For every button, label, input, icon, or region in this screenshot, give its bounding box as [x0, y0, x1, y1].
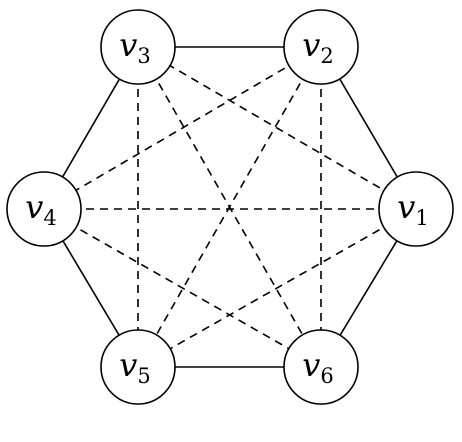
node-symbol: v — [302, 26, 320, 64]
node-label-v5: v5 — [119, 346, 150, 388]
edge-v1-v3 — [137, 46, 417, 210]
node-v3: v3 — [100, 9, 176, 85]
node-symbol: v — [119, 346, 137, 384]
node-subscript: 3 — [137, 44, 150, 68]
edge-v3-v6 — [137, 46, 322, 368]
node-circle-v2 — [283, 9, 359, 85]
node-subscript: 2 — [320, 44, 333, 68]
edges-layer — [43, 46, 417, 368]
node-label-v1: v1 — [397, 188, 428, 230]
node-v5: v5 — [100, 329, 176, 405]
node-circle-v1 — [378, 171, 454, 247]
edge-v4-v6 — [43, 208, 322, 368]
node-v6: v6 — [283, 329, 359, 405]
node-v2: v2 — [283, 9, 359, 85]
node-circle-v6 — [283, 329, 359, 405]
node-label-v2: v2 — [302, 26, 333, 68]
node-v4: v4 — [6, 171, 82, 247]
node-subscript: 6 — [320, 364, 333, 388]
node-label-v3: v3 — [119, 26, 150, 68]
node-circle-v4 — [6, 171, 82, 247]
node-symbol: v — [302, 346, 320, 384]
node-symbol: v — [25, 188, 43, 226]
node-symbol: v — [119, 26, 137, 64]
node-v1: v1 — [378, 171, 454, 247]
node-circle-v5 — [100, 329, 176, 405]
node-label-v4: v4 — [25, 188, 56, 230]
node-subscript: 1 — [415, 206, 428, 230]
node-label-v6: v6 — [302, 346, 333, 388]
node-subscript: 5 — [137, 364, 150, 388]
node-circle-v3 — [100, 9, 176, 85]
edge-v2-v4 — [43, 46, 322, 210]
edge-v1-v5 — [137, 208, 417, 368]
node-symbol: v — [397, 188, 415, 226]
node-subscript: 4 — [43, 206, 56, 230]
